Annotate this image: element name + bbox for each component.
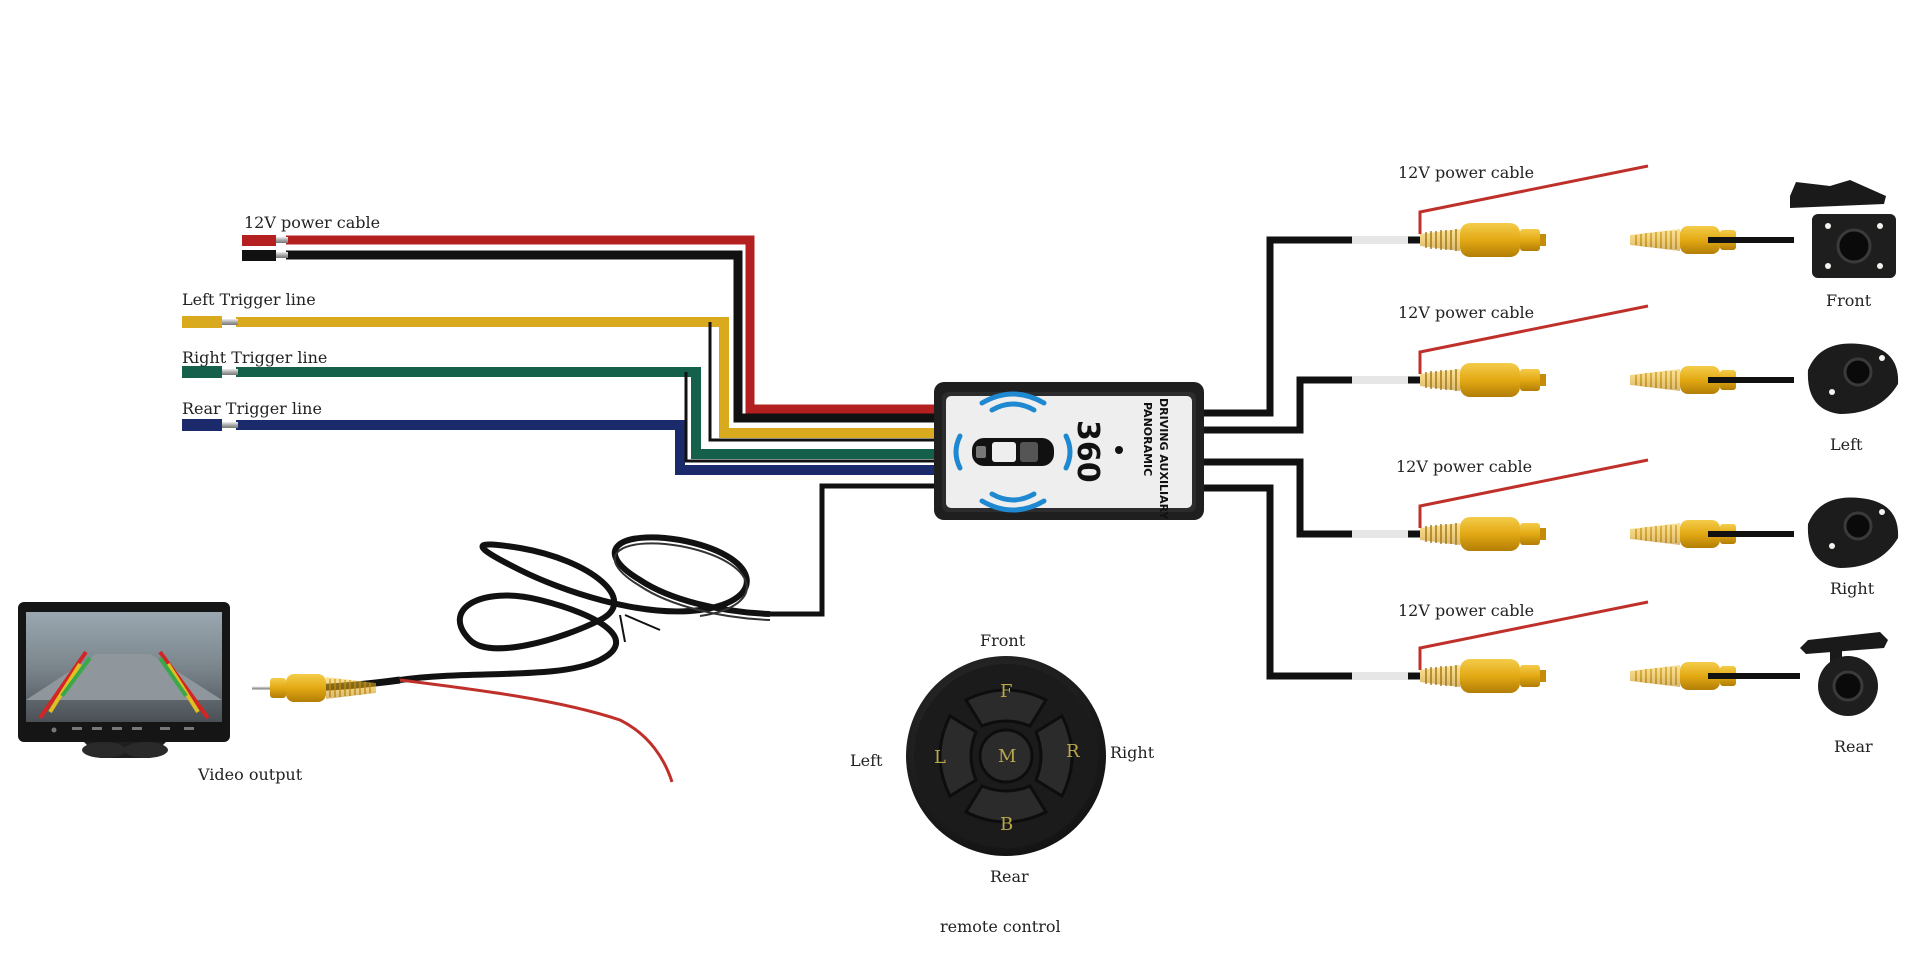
remote-letter-r: R [1066,741,1080,762]
remote-rear-label: Rear [990,867,1029,886]
camera-right-name: Right [1830,579,1875,598]
camera-channel-left [1352,304,1899,414]
right-camera-icon [1807,497,1899,568]
module-line1: PANORAMIC [1141,402,1154,476]
camera-right-power-label: 12V power cable [1396,457,1532,476]
sensor-waves-icon [953,391,1073,513]
remote-letter-b: B [1000,814,1013,835]
car-icon [972,438,1054,466]
monitor-screen [18,602,230,758]
camera-left-name: Left [1830,435,1863,454]
left-camera-icon [1807,343,1899,414]
camera-channel-right [1352,458,1899,568]
right-wire-bundle [1198,236,1354,680]
left-trigger-wire [236,317,938,438]
remote-button-left[interactable] [938,713,978,799]
camera-rear-power-label: 12V power cable [1398,601,1534,620]
remote-button-front[interactable] [963,688,1049,728]
module-line2: DRIVING AUXILIARY [1157,398,1170,521]
left-trigger-line-label: Left Trigger line [182,290,316,309]
camera-rear-name: Rear [1834,737,1873,756]
rear-trigger-line-label: Rear Trigger line [182,399,322,418]
remote-front-label: Front [980,631,1026,650]
video-output-cable [251,483,938,783]
left-wire-bundle [182,235,938,475]
video-output-label: Video output [197,765,303,784]
remote-letter-m: M [998,746,1016,767]
camera-front-power-label: 12V power cable [1398,163,1534,182]
rear-camera-icon [1800,632,1888,716]
remote-control: F B L R M [906,656,1106,856]
right-trigger-wire [236,367,938,459]
camera-channel-rear [1352,600,1888,716]
front-camera-icon [1790,180,1896,278]
remote-letter-f: F [1000,681,1013,702]
remote-letter-l: L [934,747,946,768]
remote-button-middle[interactable] [978,728,1034,784]
rear-trigger-wire [236,420,938,475]
camera-left-power-label: 12V power cable [1398,303,1534,322]
remote-button-right[interactable] [1034,713,1074,799]
camera-channel-front [1352,164,1896,278]
power-wire-red [286,235,938,414]
remote-right-label: Right [1110,743,1155,762]
left-power-cable-label: 12V power cable [244,213,380,232]
control-module: 360 PANORAMIC DRIVING AUXILIARY [934,382,1204,521]
remote-left-label: Left [850,751,883,770]
module-led [1115,446,1123,454]
camera-front-name: Front [1826,291,1872,310]
power-wire-black [286,250,938,423]
remote-caption: remote control [940,917,1061,936]
right-trigger-line-label: Right Trigger line [182,348,327,367]
module-brand: 360 [1070,420,1105,483]
remote-button-back[interactable] [963,784,1049,824]
